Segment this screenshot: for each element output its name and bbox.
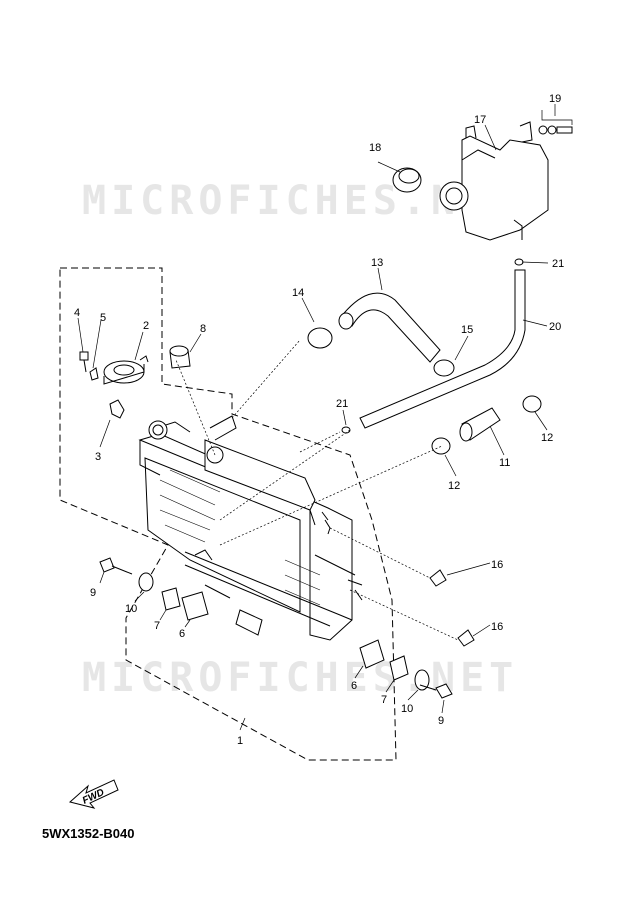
callout: 5 xyxy=(100,312,106,324)
callout-labels: 1 2 3 4 5 6 6 7 7 8 9 9 10 10 11 12 12 1… xyxy=(74,93,564,747)
callout: 4 xyxy=(74,307,80,319)
clamp-21 xyxy=(514,258,524,266)
bolt-9-right xyxy=(419,683,453,699)
callout: 12 xyxy=(541,432,553,444)
collar-7-right xyxy=(389,655,409,681)
clamp-15 xyxy=(433,359,455,377)
callout: 1 xyxy=(237,735,243,747)
callout: 9 xyxy=(438,715,444,727)
washer-10-left xyxy=(138,572,154,592)
callout: 20 xyxy=(549,321,561,333)
washer-10-right xyxy=(414,669,430,691)
diagram-code: 5WX1352-B040 xyxy=(42,826,135,841)
radiator-cap xyxy=(103,355,149,385)
callout: 8 xyxy=(200,323,206,335)
collar-7-left xyxy=(161,587,181,611)
callout: 17 xyxy=(474,114,486,126)
hose-20 xyxy=(359,269,526,429)
callout: 16 xyxy=(491,621,503,633)
reservoir-cap xyxy=(392,167,422,193)
callout: 13 xyxy=(371,257,383,269)
assembly-outline xyxy=(59,267,397,761)
callout: 3 xyxy=(95,451,101,463)
clamp-21 xyxy=(341,426,351,434)
callout: 11 xyxy=(499,457,510,469)
clamp-12 xyxy=(431,437,451,455)
callout: 6 xyxy=(351,680,357,692)
reservoir-tank xyxy=(439,121,549,241)
callout: 16 xyxy=(491,559,503,571)
bolt-9-left xyxy=(99,557,133,575)
clip xyxy=(89,367,99,381)
callout: 15 xyxy=(461,324,473,336)
callout: 18 xyxy=(369,142,381,154)
hose-13 xyxy=(339,292,441,363)
clip-16 xyxy=(457,629,475,647)
damper-6-left xyxy=(181,591,209,621)
callout: 7 xyxy=(154,620,160,632)
clamp-12 xyxy=(522,395,542,413)
bracket xyxy=(109,399,125,419)
callout: 10 xyxy=(401,703,413,715)
clip-16 xyxy=(429,569,447,587)
screw xyxy=(79,351,89,373)
bolt-washer xyxy=(538,125,573,135)
callout: 6 xyxy=(179,628,185,640)
clamp-14 xyxy=(307,327,333,349)
callout: 12 xyxy=(448,480,460,492)
damper-6-right xyxy=(359,639,385,669)
callout: 21 xyxy=(336,398,348,410)
callout: 14 xyxy=(292,287,304,299)
forward-arrow xyxy=(68,779,119,809)
callout: 7 xyxy=(381,694,387,706)
callout: 19 xyxy=(549,93,561,105)
callout: 2 xyxy=(143,320,149,332)
callout: 10 xyxy=(125,603,137,615)
callout: 9 xyxy=(90,587,96,599)
radiator-core xyxy=(138,415,363,641)
callout: 21 xyxy=(552,258,564,270)
